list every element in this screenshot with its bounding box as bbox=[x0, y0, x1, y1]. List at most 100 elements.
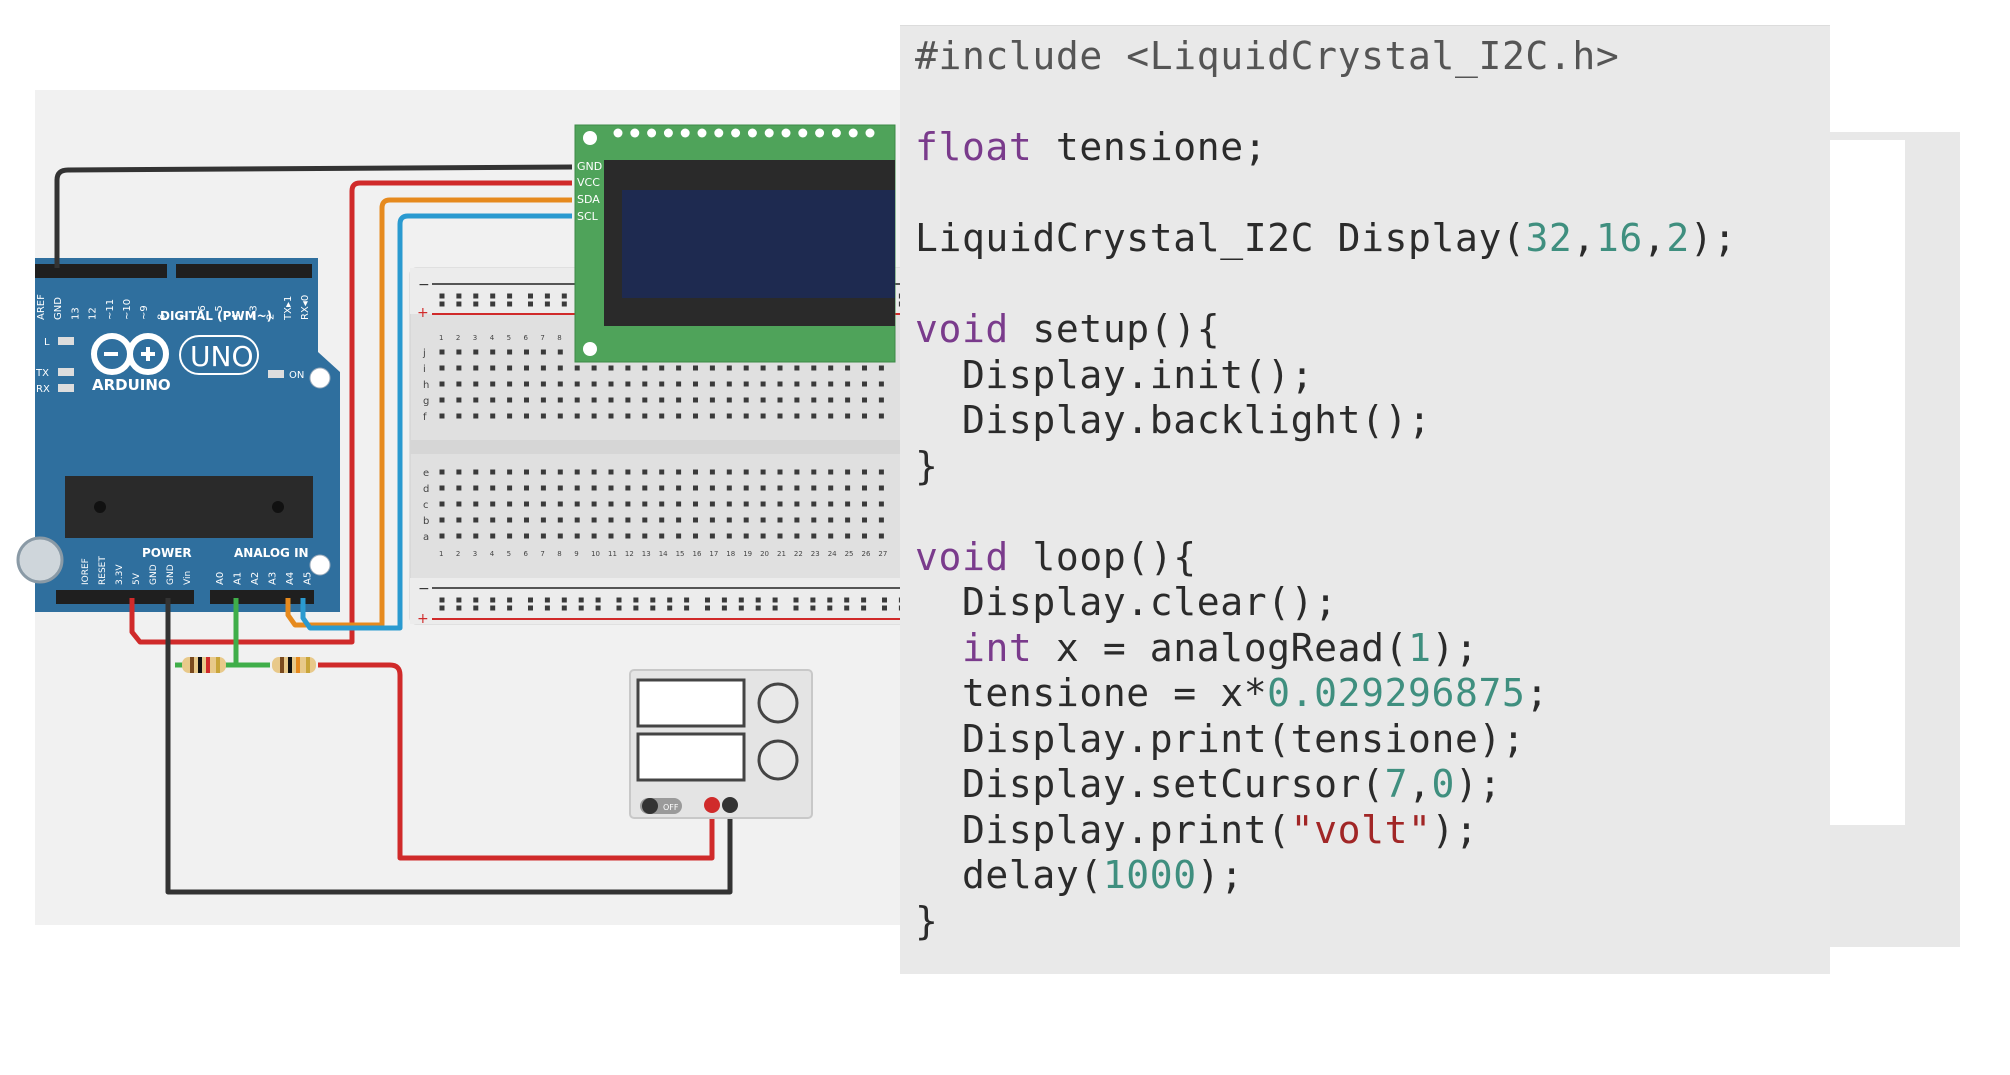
breadboard-hole[interactable] bbox=[490, 381, 496, 387]
breadboard-hole[interactable] bbox=[794, 501, 800, 507]
breadboard-hole[interactable] bbox=[544, 301, 550, 307]
breadboard-hole[interactable] bbox=[878, 469, 884, 475]
resistor-2[interactable] bbox=[272, 657, 316, 673]
breadboard-hole[interactable] bbox=[473, 469, 479, 475]
breadboard-hole[interactable] bbox=[456, 293, 462, 299]
breadboard-hole[interactable] bbox=[810, 597, 816, 603]
breadboard-hole[interactable] bbox=[760, 365, 766, 371]
breadboard-hole[interactable] bbox=[659, 533, 665, 539]
breadboard-hole[interactable] bbox=[676, 381, 682, 387]
breadboard-hole[interactable] bbox=[793, 597, 799, 603]
breadboard-hole[interactable] bbox=[794, 381, 800, 387]
breadboard-hole[interactable] bbox=[882, 597, 887, 603]
breadboard-hole[interactable] bbox=[439, 293, 445, 299]
breadboard-hole[interactable] bbox=[777, 381, 783, 387]
breadboard-hole[interactable] bbox=[845, 517, 851, 523]
breadboard-hole[interactable] bbox=[490, 533, 496, 539]
breadboard-hole[interactable] bbox=[743, 533, 749, 539]
breadboard-hole[interactable] bbox=[844, 597, 850, 603]
breadboard-hole[interactable] bbox=[439, 469, 445, 475]
analog-header[interactable] bbox=[210, 590, 314, 604]
breadboard-hole[interactable] bbox=[524, 413, 529, 419]
breadboard-hole[interactable] bbox=[473, 301, 479, 307]
breadboard-hole[interactable] bbox=[540, 485, 546, 491]
digital-header-right[interactable] bbox=[176, 264, 312, 278]
breadboard-hole[interactable] bbox=[456, 301, 462, 307]
breadboard-hole[interactable] bbox=[642, 397, 648, 403]
breadboard-hole[interactable] bbox=[439, 517, 445, 523]
breadboard-hole[interactable] bbox=[743, 365, 749, 371]
breadboard-hole[interactable] bbox=[667, 597, 673, 603]
breadboard-hole[interactable] bbox=[625, 469, 631, 475]
breadboard-hole[interactable] bbox=[561, 301, 567, 307]
breadboard-hole[interactable] bbox=[709, 365, 715, 371]
breadboard-hole[interactable] bbox=[544, 597, 550, 603]
breadboard-hole[interactable] bbox=[693, 397, 698, 403]
breadboard-hole[interactable] bbox=[760, 381, 766, 387]
breadboard-hole[interactable] bbox=[693, 365, 698, 371]
voltage-knob[interactable] bbox=[757, 682, 799, 724]
breadboard-hole[interactable] bbox=[760, 533, 766, 539]
breadboard-hole[interactable] bbox=[667, 605, 673, 611]
breadboard-hole[interactable] bbox=[490, 349, 496, 355]
breadboard-hole[interactable] bbox=[676, 413, 682, 419]
breadboard-hole[interactable] bbox=[595, 597, 601, 603]
breadboard-hole[interactable] bbox=[608, 469, 614, 475]
breadboard-hole[interactable] bbox=[473, 605, 479, 611]
breadboard-hole[interactable] bbox=[828, 381, 834, 387]
breadboard-hole[interactable] bbox=[862, 397, 867, 403]
breadboard-hole[interactable] bbox=[878, 501, 884, 507]
breadboard-hole[interactable] bbox=[755, 605, 761, 611]
breadboard-hole[interactable] bbox=[845, 381, 851, 387]
code-line[interactable]: void setup(){ bbox=[915, 307, 1220, 351]
breadboard-hole[interactable] bbox=[726, 413, 732, 419]
breadboard-hole[interactable] bbox=[760, 469, 766, 475]
breadboard-hole[interactable] bbox=[828, 501, 834, 507]
breadboard-hole[interactable] bbox=[709, 501, 715, 507]
breadboard-hole[interactable] bbox=[473, 501, 479, 507]
breadboard-hole[interactable] bbox=[743, 485, 749, 491]
breadboard-hole[interactable] bbox=[540, 397, 546, 403]
breadboard-hole[interactable] bbox=[794, 365, 800, 371]
breadboard-hole[interactable] bbox=[862, 501, 867, 507]
breadboard-hole[interactable] bbox=[591, 381, 597, 387]
breadboard-hole[interactable] bbox=[777, 365, 783, 371]
breadboard-hole[interactable] bbox=[557, 413, 563, 419]
breadboard-hole[interactable] bbox=[878, 397, 884, 403]
breadboard-hole[interactable] bbox=[878, 365, 884, 371]
breadboard-hole[interactable] bbox=[456, 533, 462, 539]
breadboard-hole[interactable] bbox=[456, 349, 462, 355]
breadboard-hole[interactable] bbox=[507, 501, 513, 507]
breadboard-hole[interactable] bbox=[726, 365, 732, 371]
breadboard-hole[interactable] bbox=[608, 413, 614, 419]
code-block[interactable]: #include <LiquidCrystal_I2C.h> float ten… bbox=[915, 34, 1737, 944]
breadboard-hole[interactable] bbox=[726, 485, 732, 491]
breadboard-hole[interactable] bbox=[625, 485, 631, 491]
breadboard-hole[interactable] bbox=[845, 365, 851, 371]
breadboard-hole[interactable] bbox=[777, 413, 783, 419]
breadboard-hole[interactable] bbox=[862, 517, 867, 523]
breadboard-hole[interactable] bbox=[659, 365, 665, 371]
breadboard-hole[interactable] bbox=[882, 605, 887, 611]
lcd-pin-sda[interactable]: SDA bbox=[577, 193, 600, 206]
breadboard-hole[interactable] bbox=[676, 365, 682, 371]
breadboard-hole[interactable] bbox=[591, 397, 597, 403]
breadboard-hole[interactable] bbox=[828, 485, 834, 491]
breadboard-hole[interactable] bbox=[845, 485, 851, 491]
breadboard-hole[interactable] bbox=[811, 469, 817, 475]
breadboard-hole[interactable] bbox=[862, 533, 867, 539]
breadboard-hole[interactable] bbox=[490, 485, 496, 491]
breadboard-hole[interactable] bbox=[777, 533, 783, 539]
breadboard-hole[interactable] bbox=[777, 397, 783, 403]
wire-psu-red[interactable] bbox=[318, 662, 715, 861]
breadboard-hole[interactable] bbox=[524, 501, 529, 507]
breadboard-hole[interactable] bbox=[625, 517, 631, 523]
code-line[interactable]: Display.print(tensione); bbox=[915, 717, 1525, 761]
breadboard-hole[interactable] bbox=[439, 301, 445, 307]
breadboard-hole[interactable] bbox=[473, 413, 479, 419]
breadboard-hole[interactable] bbox=[473, 485, 479, 491]
breadboard-hole[interactable] bbox=[524, 533, 529, 539]
breadboard-hole[interactable] bbox=[507, 605, 513, 611]
breadboard-hole[interactable] bbox=[557, 365, 563, 371]
code-line[interactable]: Display.clear(); bbox=[915, 580, 1338, 624]
